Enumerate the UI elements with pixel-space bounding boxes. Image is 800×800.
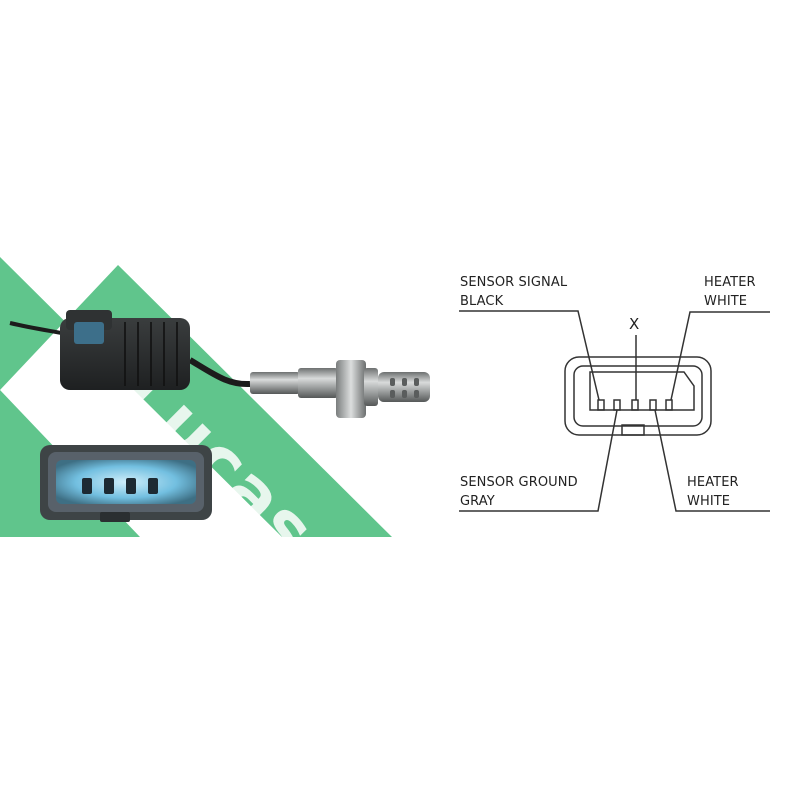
label-heater-bottom-line1: HEATER [687,475,739,490]
connector-outline [564,356,712,436]
label-sensor-signal-line1: SENSOR SIGNAL [460,275,568,290]
label-heater-top: HEATER WHITE [704,273,756,311]
pin-sensor-ground [613,399,621,411]
connector-cavity [589,371,695,411]
label-sensor-signal: SENSOR SIGNAL BLACK [460,273,567,311]
label-heater-top-line2: WHITE [704,294,748,309]
leader-sensor-signal [459,310,600,401]
pin-sensor-signal [597,399,605,411]
label-x-line1: X [629,315,640,333]
label-heater-bottom: HEATER WHITE [687,473,739,511]
leader-sensor-ground [459,409,618,512]
pin-heater-bottom [649,399,657,411]
pin-x [631,399,639,411]
connector-latch [621,424,645,436]
label-x: X [629,315,639,334]
label-sensor-ground: SENSOR GROUND GRAY [460,473,578,511]
connector-face-photo [40,445,212,522]
connector-plug [60,310,190,390]
connector-inner [573,365,703,427]
label-sensor-signal-line2: BLACK [460,294,504,309]
oxygen-sensor-body [250,360,430,418]
label-sensor-ground-line1: SENSOR GROUND [460,475,578,490]
leader-heater-top [670,311,770,401]
sensor-cable-right [188,357,251,388]
leader-heater-bottom [654,409,770,512]
pin-heater-top [665,399,673,411]
label-heater-bottom-line2: WHITE [687,494,731,509]
label-sensor-ground-line2: GRAY [460,494,495,509]
label-heater-top-line1: HEATER [704,275,756,290]
